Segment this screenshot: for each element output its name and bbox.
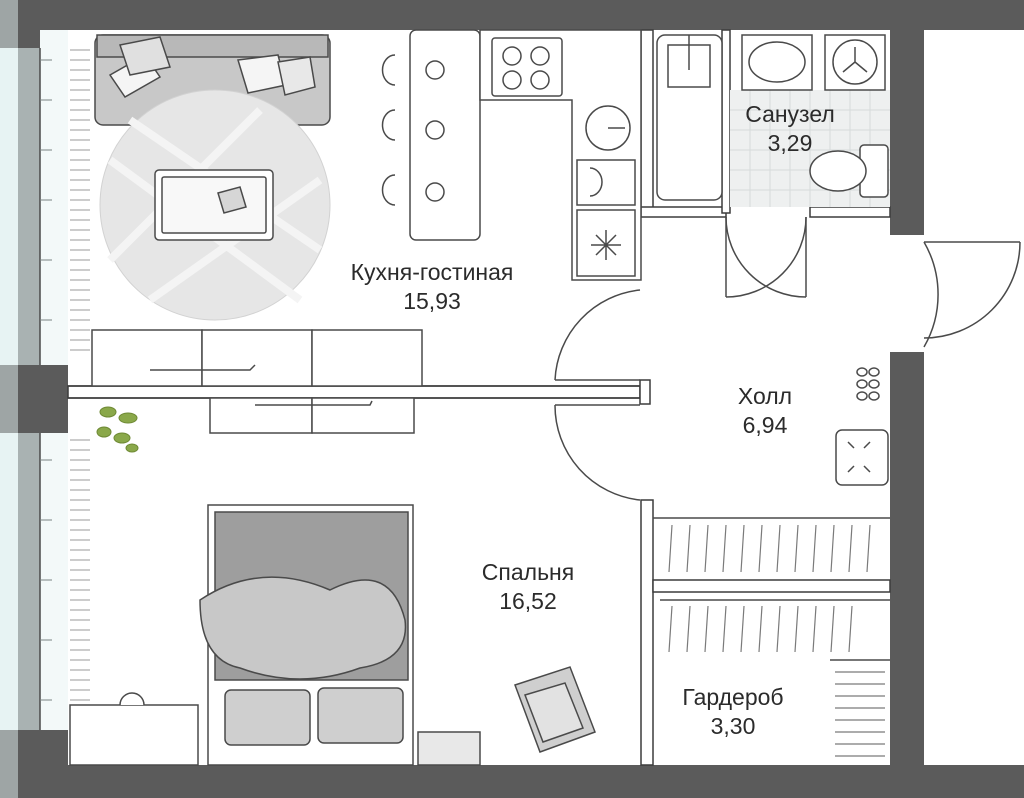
bar-stool [381,174,445,206]
bar-stool [381,54,445,86]
dishwasher [576,159,636,206]
room-name: Холл [737,383,793,409]
room-area: 15,93 [403,288,461,314]
room-label-wardrobe: Гардероб 3,30 [682,683,783,741]
toilet [809,144,889,198]
room-area: 6,94 [742,412,788,438]
room-area: 3,29 [767,130,813,156]
room-label-hall: Холл 6,94 [738,382,792,440]
armchair [514,666,596,753]
wardrobe-hangers [653,517,890,757]
curtain-hatch [70,49,90,701]
room-label-kitchen-living: Кухня-гостиная 15,93 [351,258,514,316]
pouf [835,429,889,486]
kitchen-units [479,29,642,281]
tv-console-bedroom [209,397,415,434]
coffee-table [154,169,274,241]
bar-stool [381,109,445,141]
bathtub [656,34,723,201]
kitchen-sink [585,105,631,151]
bar-counter [381,29,481,241]
room-name: Гардероб [682,684,784,710]
fridge [576,209,636,277]
shoes [856,367,880,401]
room-name: Санузел [745,101,835,127]
room-label-bathroom: Санузел 3,29 [745,100,835,158]
hall-items [835,367,889,486]
washbasin [741,34,813,91]
room-area: 3,30 [710,713,756,739]
bathroom-fixtures [656,34,890,207]
room-area: 16,52 [499,588,557,614]
washing-machine [824,34,886,91]
cooktop [491,37,563,97]
doors [554,216,1021,501]
desk [69,692,481,766]
window-wall [0,0,68,798]
room-name: Спальня [481,559,575,585]
tv-console-living [91,329,423,387]
sofa [94,34,331,126]
room-name: Кухня-гостиная [350,259,514,285]
plant-icon [96,406,139,453]
room-label-bedroom: Спальня 16,52 [482,558,574,616]
bed [199,504,414,766]
